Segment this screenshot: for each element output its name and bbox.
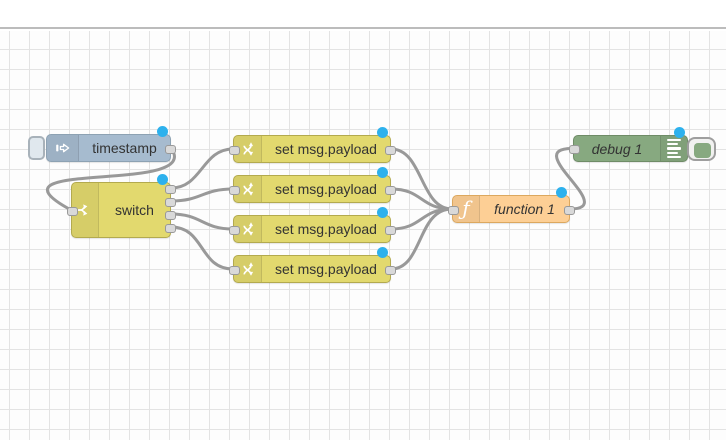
wire-switch1-to-change1[interactable] xyxy=(169,147,235,190)
node-function-1[interactable]: ƒ function 1 xyxy=(447,187,575,223)
node-change-1[interactable]: set msg.payload xyxy=(228,127,396,163)
node-label: set msg.payload xyxy=(275,221,377,237)
input-port[interactable] xyxy=(228,145,240,155)
node-label: switch xyxy=(115,202,154,218)
output-port-4[interactable] xyxy=(164,223,176,233)
output-port-1[interactable] xyxy=(164,184,176,194)
output-port[interactable] xyxy=(384,225,396,235)
wire-timestamp-to-switch[interactable] xyxy=(46,146,176,212)
input-port[interactable] xyxy=(447,205,459,215)
node-label: function 1 xyxy=(494,201,555,217)
node-label: set msg.payload xyxy=(275,141,377,157)
input-port[interactable] xyxy=(228,225,240,235)
input-port[interactable] xyxy=(66,206,78,216)
node-change-3[interactable]: set msg.payload xyxy=(228,207,396,243)
input-port[interactable] xyxy=(568,145,580,154)
node-switch[interactable]: switch xyxy=(66,174,176,238)
wire-switch3-to-change3[interactable] xyxy=(169,212,235,231)
output-port[interactable] xyxy=(384,265,396,275)
input-port[interactable] xyxy=(228,265,240,275)
changed-indicator xyxy=(377,207,388,218)
changed-indicator xyxy=(556,187,567,198)
node-label: debug 1 xyxy=(591,140,643,157)
changed-indicator xyxy=(377,167,388,178)
changed-indicator xyxy=(377,127,388,138)
debug-toggle-inner xyxy=(694,142,711,158)
debug-toggle-button[interactable] xyxy=(687,137,716,161)
changed-indicator xyxy=(157,174,168,185)
changed-indicator xyxy=(377,247,388,258)
output-port[interactable] xyxy=(384,145,396,155)
node-debug-1[interactable]: debug 1 xyxy=(568,127,688,162)
node-change-4[interactable]: set msg.payload xyxy=(228,247,396,283)
fork-icon xyxy=(72,183,99,237)
wire-switch4-to-change4[interactable] xyxy=(169,225,235,271)
output-port[interactable] xyxy=(384,185,396,195)
inject-arrow-icon xyxy=(47,135,79,161)
wire-change4-to-function[interactable] xyxy=(389,207,454,271)
input-port[interactable] xyxy=(228,185,240,195)
node-change-2[interactable]: set msg.payload xyxy=(228,167,396,203)
wire-switch2-to-change2[interactable] xyxy=(169,187,235,203)
wire-change1-to-function[interactable] xyxy=(389,147,454,211)
header-strip xyxy=(0,0,726,29)
debug-list-icon xyxy=(660,136,687,161)
inject-button[interactable] xyxy=(28,136,45,160)
node-label: set msg.payload xyxy=(275,181,377,197)
node-label: set msg.payload xyxy=(275,261,377,277)
node-label: timestamp xyxy=(92,140,157,156)
output-port[interactable] xyxy=(563,205,575,215)
changed-indicator xyxy=(674,127,685,138)
wire-function-to-debug[interactable] xyxy=(555,147,586,211)
node-inject-timestamp[interactable]: timestamp xyxy=(46,126,176,162)
output-port-2[interactable] xyxy=(164,197,176,207)
changed-indicator xyxy=(157,126,168,137)
output-port-3[interactable] xyxy=(164,210,176,220)
output-port[interactable] xyxy=(164,144,176,154)
